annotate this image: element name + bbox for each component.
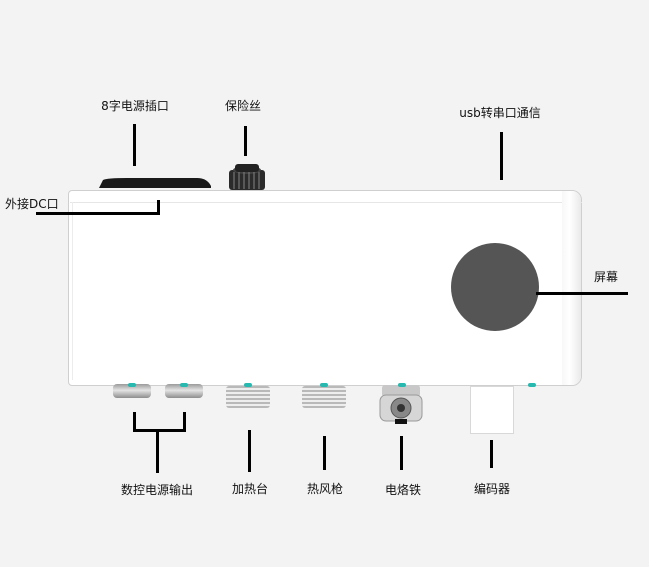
label-heat-bed: 加热台 [231, 482, 269, 496]
leader-external-dc-horizontal [36, 212, 160, 215]
leader-cnc-bracket [133, 429, 186, 432]
label-encoder: 编码器 [473, 482, 511, 496]
device-right-cap [562, 191, 581, 385]
hot-air-gun-accent [320, 383, 328, 387]
leader-external-dc-vertical [157, 200, 160, 215]
soldering-iron-accent [398, 383, 406, 387]
label-8-socket: 8字电源插口 [101, 99, 169, 113]
leader-soldering-iron [400, 436, 403, 470]
socket-8-shape [99, 178, 211, 188]
leader-cnc-stem [156, 429, 159, 473]
heat-bed-accent [244, 383, 252, 387]
label-soldering-iron: 电烙铁 [384, 483, 422, 497]
device-top-edge [70, 190, 582, 203]
leader-hot-air-gun [323, 436, 326, 470]
leader-fuse [244, 126, 247, 156]
cnc-output-post-1-accent [128, 383, 136, 387]
heat-bed-connector [226, 386, 270, 408]
leader-heat-bed [248, 430, 251, 472]
round-screen [451, 243, 539, 331]
label-fuse: 保险丝 [224, 99, 262, 113]
leader-cnc-right [183, 412, 186, 430]
cnc-output-post-2-accent [180, 383, 188, 387]
leader-cnc-left [133, 412, 136, 430]
label-external-dc: 外接DC口 [5, 197, 59, 211]
label-hot-air-gun: 热风枪 [306, 482, 344, 496]
cnc-output-post-2 [165, 384, 203, 398]
label-screen: 屏幕 [594, 270, 619, 284]
leader-usb-serial [500, 132, 503, 180]
cnc-output-post-1 [113, 384, 151, 398]
encoder-shaft [470, 386, 514, 434]
hot-air-gun-connector [302, 386, 346, 408]
leader-screen [536, 292, 628, 295]
soldering-iron-connector [379, 385, 423, 424]
leader-8-socket [133, 124, 136, 166]
leader-encoder [490, 440, 493, 468]
label-usb-serial: usb转串口通信 [459, 106, 541, 120]
label-cnc-power-output: 数控电源输出 [120, 483, 194, 497]
encoder-accent [528, 383, 536, 387]
fuse-knob [229, 164, 265, 190]
